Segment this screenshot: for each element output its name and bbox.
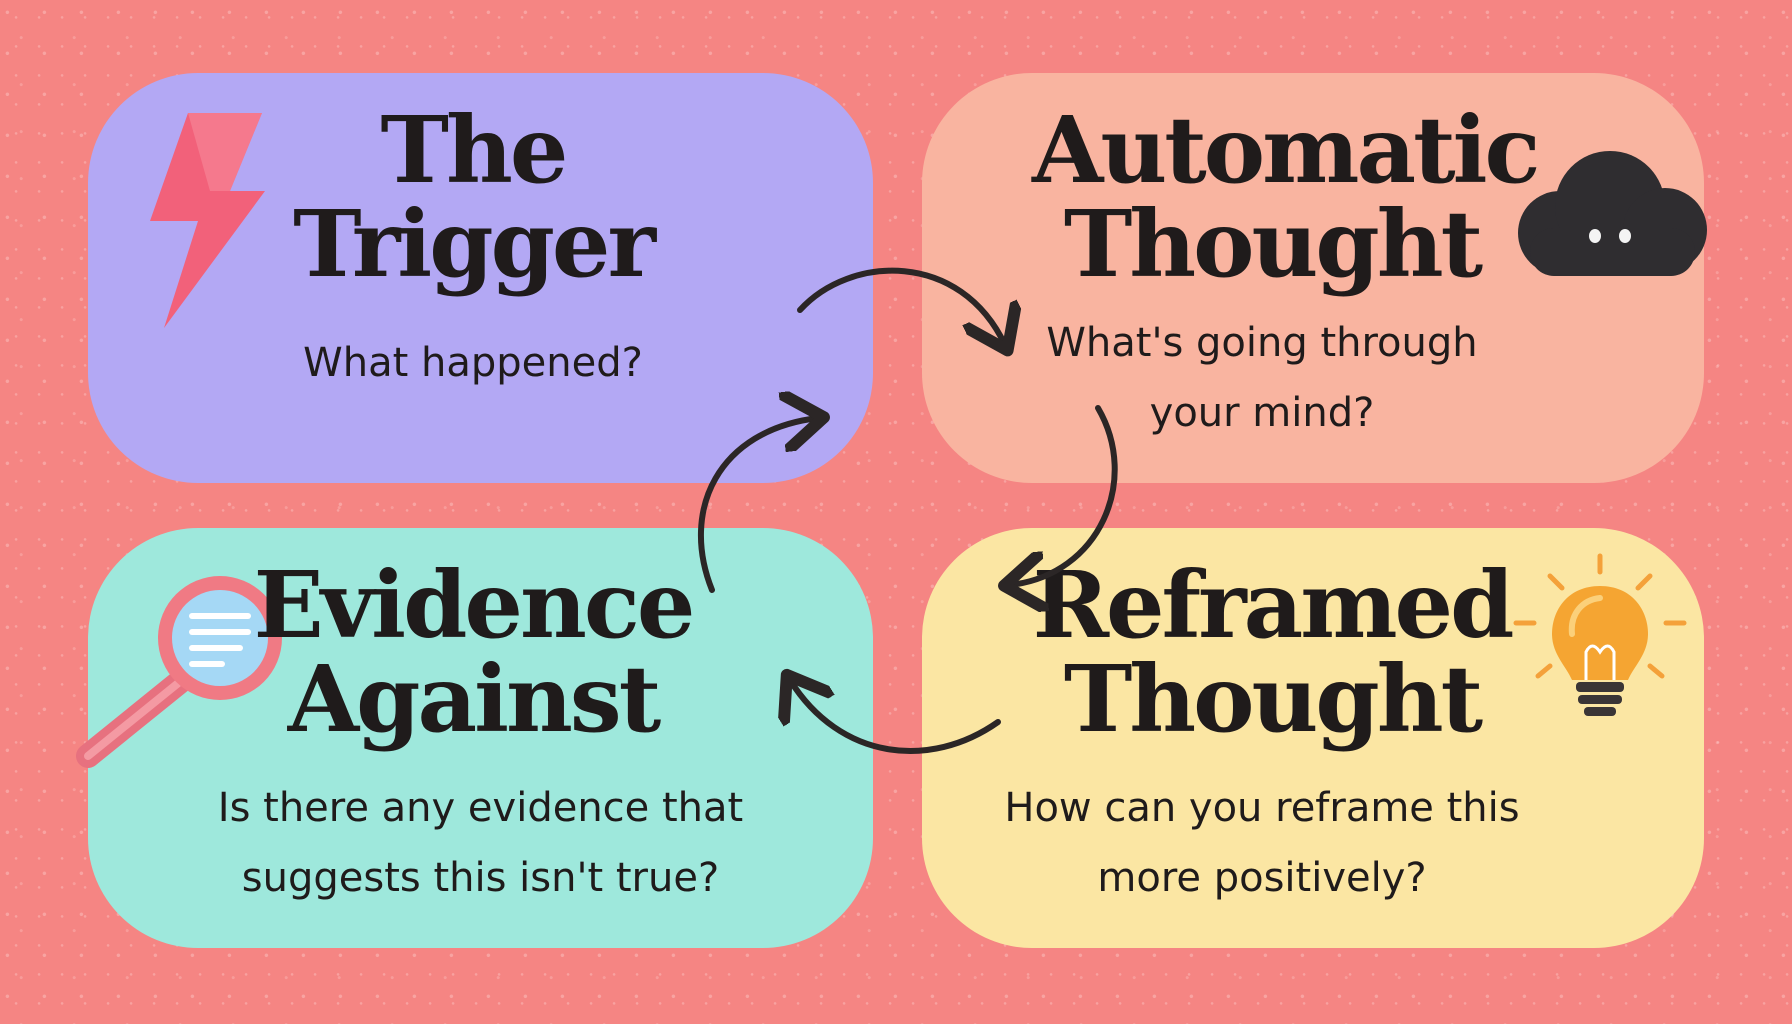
storm-cloud-icon <box>1518 151 1707 276</box>
lightning-bolt-icon <box>150 113 265 328</box>
light-bulb-icon <box>1513 553 1687 716</box>
card-trigger-question: What happened? <box>303 340 643 386</box>
magnifying-glass-icon <box>76 576 282 768</box>
